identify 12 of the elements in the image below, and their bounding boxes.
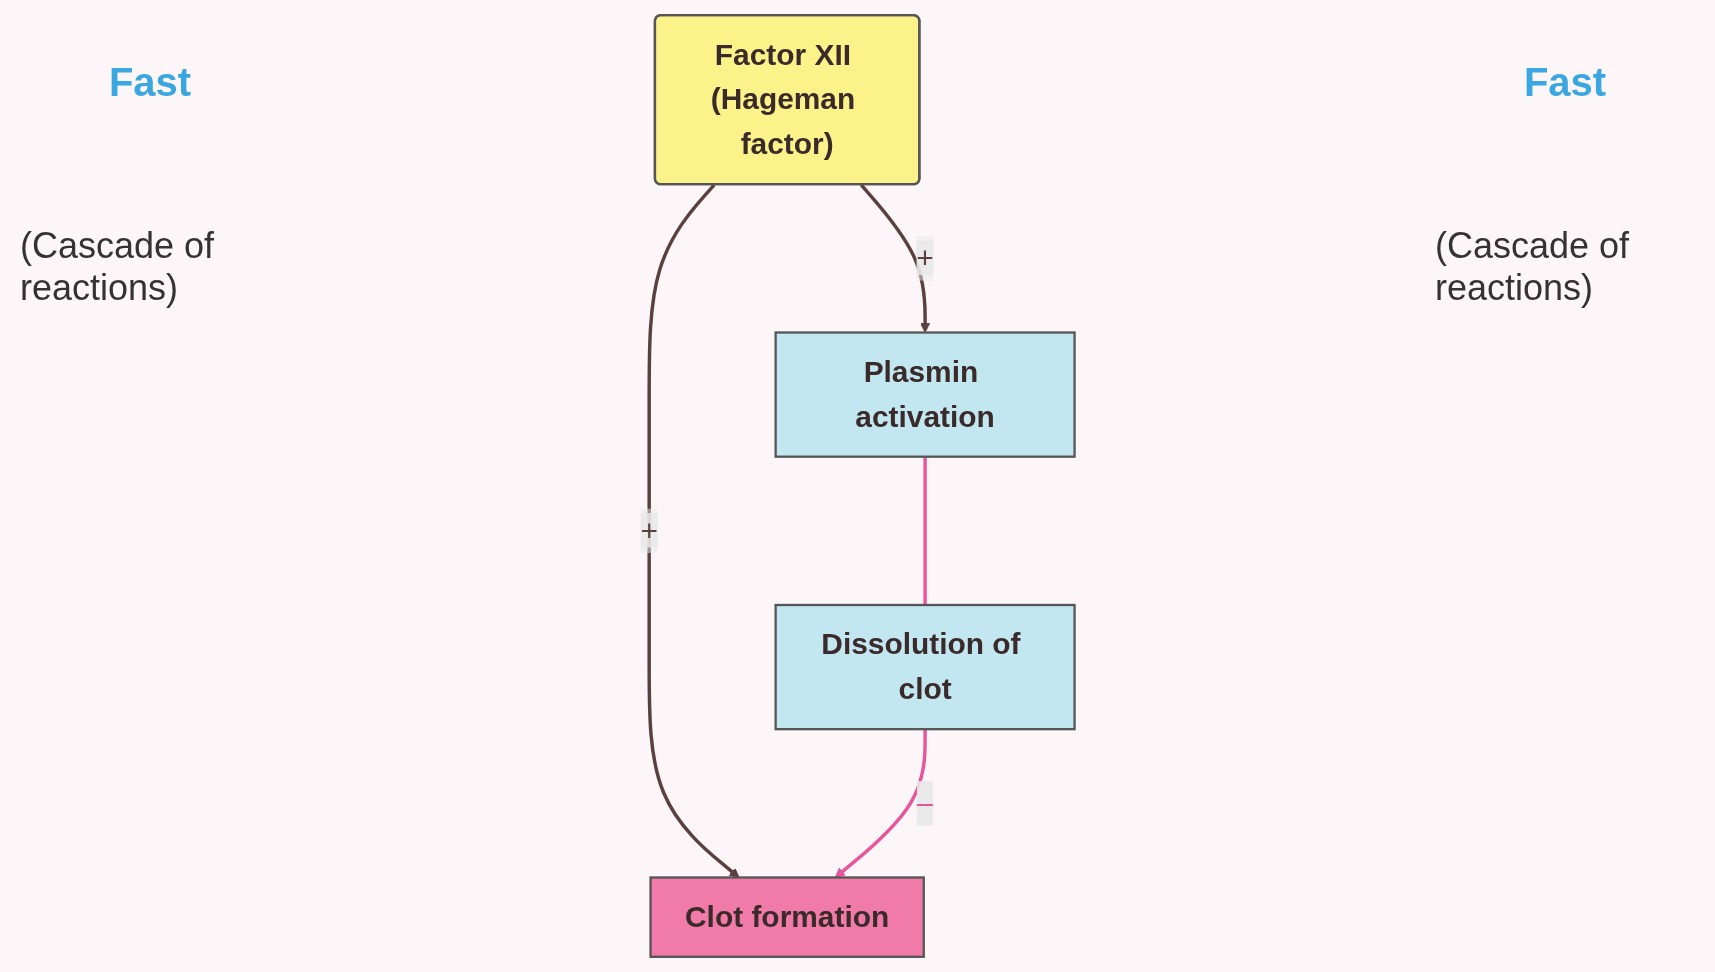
edge-label: + — [640, 513, 658, 548]
note-text: (Cascade of reactions) — [20, 225, 216, 309]
connector — [923, 456, 927, 605]
edge-label: – — [916, 785, 934, 820]
node-box: Clot formation — [649, 876, 925, 958]
edge-label: + — [916, 240, 934, 276]
node-box: Plasmin activation — [774, 331, 1076, 458]
speed-label: Fast — [1523, 60, 1607, 105]
node-box: Dissolution of clot — [774, 603, 1076, 731]
arrow — [834, 729, 927, 878]
note-text: (Cascade of reactions) — [1435, 225, 1631, 309]
speed-label: Fast — [108, 60, 192, 105]
